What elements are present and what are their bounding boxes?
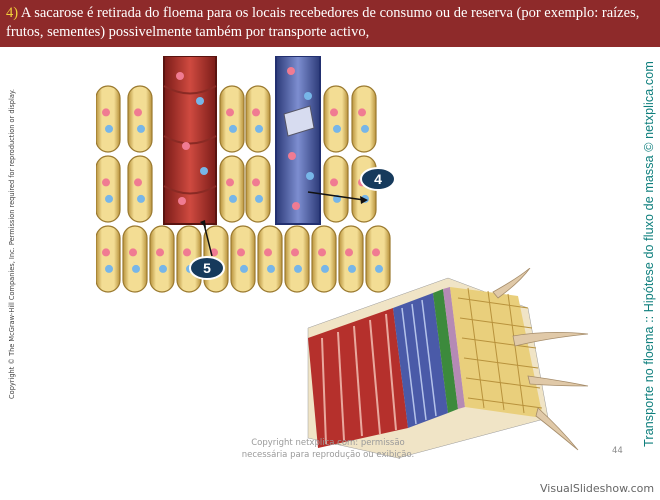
sugar-dot — [255, 195, 263, 203]
sugar-dot — [288, 152, 296, 160]
sugar-dot — [134, 178, 142, 186]
sugar-dot — [361, 125, 369, 133]
sugar-dot — [105, 125, 113, 133]
sugar-dot — [345, 248, 353, 256]
parenchyma-cells — [96, 86, 390, 292]
sugar-dot — [267, 265, 275, 273]
sugar-dot — [229, 195, 237, 203]
side-title: Transporte no floema :: Hipótese do flux… — [642, 34, 656, 474]
sugar-dot — [102, 248, 110, 256]
sugar-dot — [200, 167, 208, 175]
parenchyma-cell — [96, 86, 120, 152]
sugar-dot — [291, 248, 299, 256]
parenchyma-cell — [128, 86, 152, 152]
label-4-circle: 4 — [361, 168, 395, 190]
header-body: A sacarose é retirada do floema para os … — [6, 5, 639, 40]
sugar-dot — [372, 248, 380, 256]
parenchyma-cell — [246, 156, 270, 222]
sugar-dot — [182, 142, 190, 150]
parenchyma-cell — [324, 86, 348, 152]
header-bar: 4) A sacarose é retirada do floema para … — [0, 0, 660, 47]
sugar-dot — [304, 92, 312, 100]
sugar-dot — [156, 248, 164, 256]
copyright-left: Copyright © The McGraw-Hill Companies, I… — [8, 64, 16, 424]
sugar-dot — [306, 172, 314, 180]
page-number: 44 — [612, 446, 623, 456]
sugar-dot — [134, 108, 142, 116]
label-5-circle: 5 — [190, 257, 224, 279]
parenchyma-cell — [123, 226, 147, 292]
parenchyma-cell — [324, 156, 348, 222]
header-text: 4) A sacarose é retirada do floema para … — [6, 4, 651, 42]
vascular-diagram: 5 4 — [96, 56, 396, 296]
parenchyma-cell — [231, 226, 255, 292]
sugar-dot — [226, 178, 234, 186]
sugar-dot — [129, 248, 137, 256]
sugar-dot — [330, 108, 338, 116]
sugar-dot — [137, 195, 145, 203]
sugar-dot — [252, 108, 260, 116]
sugar-dot — [102, 108, 110, 116]
sugar-dot — [226, 108, 234, 116]
label-4: 4 — [374, 171, 382, 187]
sugar-dot — [255, 125, 263, 133]
sugar-dot — [240, 265, 248, 273]
sugar-dot — [264, 248, 272, 256]
parenchyma-cell — [220, 156, 244, 222]
sugar-dot — [252, 178, 260, 186]
sugar-dot — [102, 178, 110, 186]
sugar-dot — [105, 195, 113, 203]
sugar-dot — [159, 265, 167, 273]
parenchyma-cell — [96, 226, 120, 292]
sugar-dot — [196, 97, 204, 105]
sugar-dot — [358, 108, 366, 116]
sugar-dot — [237, 248, 245, 256]
step-number: 4) — [6, 5, 18, 21]
parenchyma-cell — [150, 226, 174, 292]
sugar-dot — [105, 265, 113, 273]
parenchyma-cell — [128, 156, 152, 222]
cortex-layer — [450, 287, 543, 418]
parenchyma-cell — [246, 86, 270, 152]
phloem-sieve-tube — [276, 56, 320, 224]
sugar-dot — [229, 125, 237, 133]
sugar-dot — [183, 248, 191, 256]
sugar-dot — [132, 265, 140, 273]
parenchyma-cell — [352, 86, 376, 152]
sugar-dot — [287, 67, 295, 75]
parenchyma-cell — [220, 86, 244, 152]
footer-note: Copyright netxplica.com: permissão neces… — [228, 437, 428, 461]
xylem-vessel — [164, 56, 216, 224]
sugar-dot — [137, 125, 145, 133]
sugar-dot — [330, 178, 338, 186]
watermark-logo: VisualSlideshow.com — [540, 482, 654, 495]
sugar-dot — [292, 202, 300, 210]
sugar-dot — [333, 125, 341, 133]
label-5: 5 — [203, 260, 211, 276]
parenchyma-cell — [96, 156, 120, 222]
parenchyma-cell — [258, 226, 282, 292]
sugar-dot — [178, 197, 186, 205]
sugar-dot — [176, 72, 184, 80]
sugar-dot — [318, 248, 326, 256]
